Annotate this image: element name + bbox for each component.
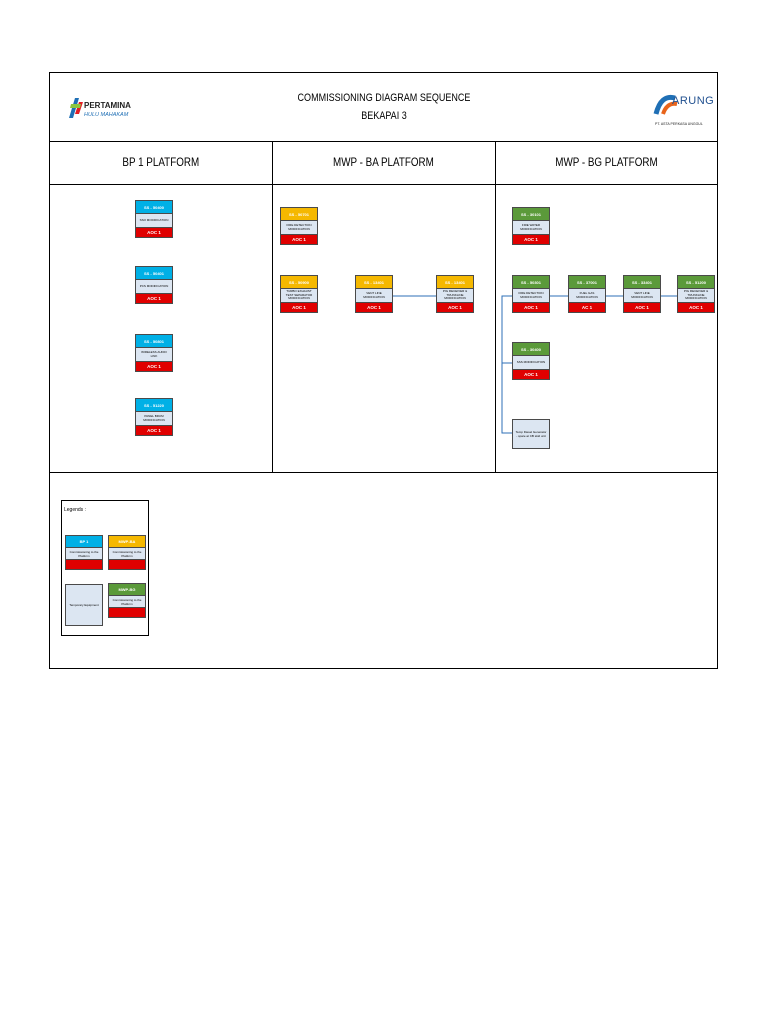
subsystem-desc: PANEL BRUM MODIFICATION <box>143 414 165 422</box>
subsystem-box-bg-50301[interactable]: SS - 50301 FIRE DETECTION MODIFICATION A… <box>512 275 550 313</box>
legend-temporary: Temporary Equipment <box>65 584 103 626</box>
column-header-mwp-ba: MWP - BA PLATFORM <box>272 141 495 183</box>
subsystem-status: AOC 1 <box>678 302 714 312</box>
subsystem-box-bp1-50401[interactable]: SS - 50401 PCS MODIFICATION AOC 1 <box>135 266 173 304</box>
subsystem-status: AOC 1 <box>281 302 317 312</box>
subsystem-id: SS - 37001 <box>569 276 605 289</box>
pertamina-logo-name: PERTAMINA <box>84 101 131 110</box>
legend-mwp-ba-desc: Commissioning to the Platform <box>112 549 142 558</box>
legend-mwp-ba: MWP-BA Commissioning to the Platform <box>108 535 146 570</box>
subsystem-desc: PIG RECEIVER & TRUNKLINE MODIFICATION <box>683 289 709 301</box>
subsystem-box-bg-33401[interactable]: SS - 33401 VENT LINE MODIFICATION AOC 1 <box>623 275 661 313</box>
arung-logo-sub: PT. ASTA PERKASA UNGGUL <box>655 122 703 126</box>
subsystem-status: AOC 1 <box>356 302 392 312</box>
subsystem-desc: VENT LINE MODIFICATION <box>363 291 385 299</box>
subsystem-box-bp1-50801[interactable]: SS - 50801 WIRELESS AUDIO LINK AOC 1 <box>135 334 173 372</box>
subsystem-id: SS - 50400 <box>136 201 172 214</box>
subsystem-status: AOC 1 <box>136 361 172 371</box>
legend-bp1: BP 1 Commissioning to the Platform <box>65 535 103 570</box>
subsystem-box-bg-30101[interactable]: SS - 30101 FIRE WATER MODIFICATION AOC 1 <box>512 207 550 245</box>
arung-logo: ARUNG PT. ASTA PERKASA UNGGUL <box>650 90 715 132</box>
subsystem-box-bp1-50400[interactable]: SS - 50400 SSO MODIFICATION AOC 1 <box>135 200 173 238</box>
diagram-subtitle: BEKAPAI 3 <box>361 110 407 122</box>
legend-mwp-ba-head: MWP-BA <box>109 536 145 548</box>
legend-divider <box>49 472 718 473</box>
pertamina-logo: PERTAMINA HULU MAHAKAM <box>67 92 137 128</box>
column-header-divider <box>49 184 718 185</box>
subsystem-status: AOC 1 <box>513 302 549 312</box>
subsystem-desc: FIRE DETECTION MODIFICATION <box>518 291 544 299</box>
subsystem-box-bp1-51220[interactable]: SS - 51220 PANEL BRUM MODIFICATION AOC 1 <box>135 398 173 436</box>
subsystem-id: SS - 51220 <box>136 399 172 412</box>
subsystem-status: AOC 1 <box>624 302 660 312</box>
legend-bp1-status <box>66 559 102 569</box>
column-divider-2 <box>495 141 496 472</box>
diagram-frame <box>49 72 718 669</box>
subsystem-box-bg-30400[interactable]: SS - 30400 SSS MODIFICATION AOC 1 <box>512 342 550 380</box>
legend-title: Legends : <box>64 507 86 513</box>
temporary-equipment-box[interactable]: Temp Diesel Generator - spare at CB skid… <box>512 419 550 449</box>
legend-bp1-desc: Commissioning to the Platform <box>69 549 99 558</box>
subsystem-desc: FUEL GAS MODIFICATION <box>576 291 598 299</box>
subsystem-status: AOC 1 <box>136 293 172 303</box>
pertamina-mark-icon <box>69 98 83 118</box>
subsystem-box-ba-50701[interactable]: SS - 50701 FIRE DETECTION MODIFICATION A… <box>280 207 318 245</box>
subsystem-desc: PCS MODIFICATION <box>139 283 169 288</box>
arung-logo-name: ARUNG <box>672 95 715 107</box>
legend-bp1-head: BP 1 <box>66 536 102 548</box>
header-divider <box>49 141 718 142</box>
subsystem-id: SS - 13401 <box>437 276 473 289</box>
subsystem-id: SS - 50401 <box>136 267 172 280</box>
subsystem-id: SS - 51200 <box>678 276 714 289</box>
subsystem-id: SS - 50301 <box>513 276 549 289</box>
subsystem-status: AOC 1 <box>136 227 172 237</box>
column-divider-1 <box>272 141 273 472</box>
legend-mwp-bg-status <box>109 607 145 617</box>
subsystem-id: SS - 33401 <box>624 276 660 289</box>
subsystem-status: AC 1 <box>569 302 605 312</box>
legend-mwp-bg: MWP-BG Commissioning to the Platform <box>108 583 146 618</box>
column-header-mwp-ba-label: MWP - BA PLATFORM <box>333 155 434 169</box>
column-header-bp1: BP 1 PLATFORM <box>49 141 272 183</box>
subsystem-desc: WIRELESS AUDIO LINK <box>141 350 167 358</box>
column-header-mwp-bg: MWP - BG PLATFORM <box>495 141 718 183</box>
subsystem-status: AOC 1 <box>513 234 549 244</box>
subsystem-desc: VENT LINE MODIFICATION <box>631 291 653 299</box>
legend-mwp-ba-status <box>109 559 145 569</box>
subsystem-id: SS - 50801 <box>136 335 172 348</box>
subsystem-desc: FIRE DETECTION MODIFICATION <box>286 223 312 231</box>
subsystem-box-ba-13401-vent[interactable]: SS - 13401 VENT LINE MODIFICATION AOC 1 <box>355 275 393 313</box>
subsystem-desc: SSS MODIFICATION <box>516 359 546 364</box>
subsystem-box-bg-37001[interactable]: SS - 37001 FUEL GAS MODIFICATION AC 1 <box>568 275 606 313</box>
subsystem-id: SS - 50701 <box>281 208 317 221</box>
subsystem-id: SS - 30101 <box>513 208 549 221</box>
column-header-mwp-bg-label: MWP - BG PLATFORM <box>555 155 658 169</box>
subsystem-desc: TURBO EXHAUST TEST SEPARATOR MODIFICATIO… <box>285 289 313 301</box>
column-header-bp1-label: BP 1 PLATFORM <box>122 155 199 169</box>
subsystem-status: AOC 1 <box>437 302 473 312</box>
subsystem-desc: SSO MODIFICATION <box>139 217 169 222</box>
subsystem-desc: FIRE WATER MODIFICATION <box>520 223 542 231</box>
arung-mark-icon <box>653 94 678 115</box>
subsystem-box-ba-13401-pig[interactable]: SS - 13401 PIG RECEIVER & TRUNKLINE MODI… <box>436 275 474 313</box>
legend-panel: Legends : BP 1 Commissioning to the Plat… <box>61 500 149 636</box>
legend-mwp-bg-desc: Commissioning to the Platform <box>112 597 142 606</box>
pertamina-logo-sub: HULU MAHAKAM <box>84 112 129 118</box>
subsystem-box-bg-51200[interactable]: SS - 51200 PIG RECEIVER & TRUNKLINE MODI… <box>677 275 715 313</box>
legend-mwp-bg-head: MWP-BG <box>109 584 145 596</box>
subsystem-status: AOC 1 <box>281 234 317 244</box>
subsystem-id: SS - 50900 <box>281 276 317 289</box>
subsystem-status: AOC 1 <box>513 369 549 379</box>
subsystem-id: SS - 13401 <box>356 276 392 289</box>
subsystem-status: AOC 1 <box>136 425 172 435</box>
subsystem-desc: PIG RECEIVER & TRUNKLINE MODIFICATION <box>442 289 468 301</box>
subsystem-id: SS - 30400 <box>513 343 549 356</box>
diagram-title: COMMISSIONING DIAGRAM SEQUENCE <box>297 92 471 104</box>
subsystem-box-ba-50900[interactable]: SS - 50900 TURBO EXHAUST TEST SEPARATOR … <box>280 275 318 313</box>
